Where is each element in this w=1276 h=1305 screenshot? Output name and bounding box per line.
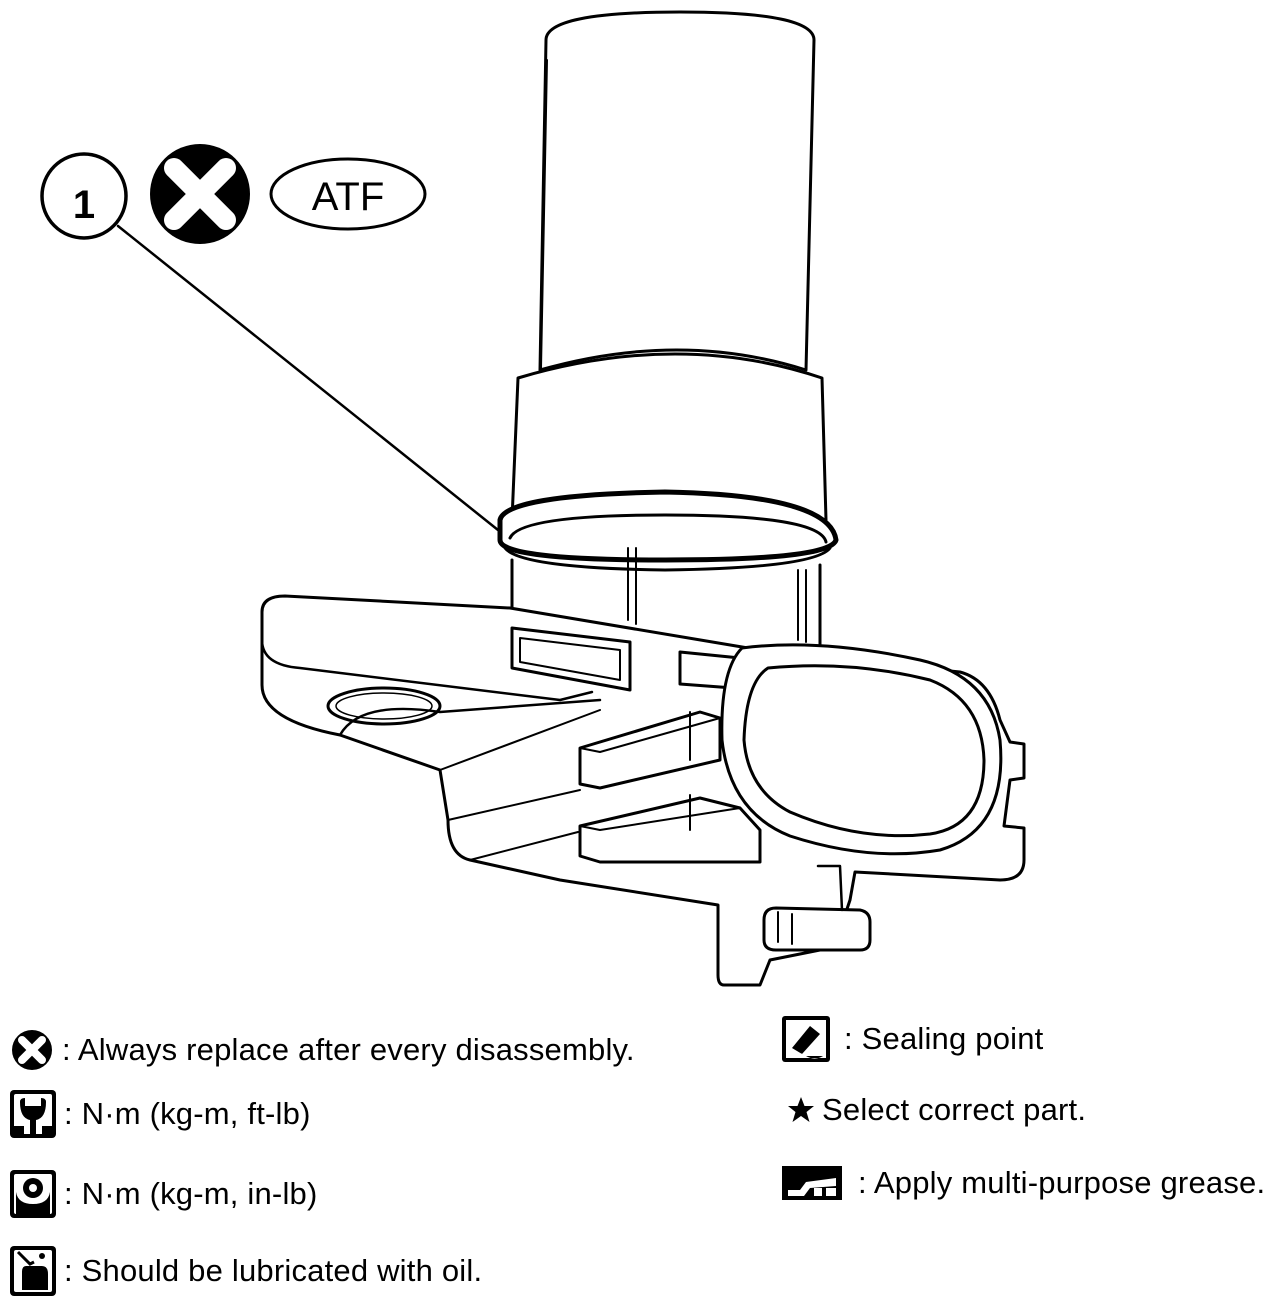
bolt-hole [326,686,442,726]
atf-callout: ATF [269,157,427,231]
legend-torque-ftlb-text: : N·m (kg-m, ft-lb) [64,1096,311,1131]
replace-callout-icon [150,144,250,244]
part-number: 1 [73,183,95,227]
wrench-ftlb-icon [10,1090,56,1138]
star-icon [788,1097,814,1122]
leader-line [116,224,500,532]
part-number-callout: 1 [40,152,128,240]
legend-sealing-text: : Sealing point [844,1021,1044,1056]
locking-tab [762,864,872,952]
legend-torque-inlb: : N·m (kg-m, in-lb) [8,1168,318,1220]
grease-gun-icon [782,1166,842,1200]
legend-torque-ftlb: : N·m (kg-m, ft-lb) [8,1088,311,1140]
legend-sealing: : Sealing point [780,1014,1043,1064]
legend-torque-inlb-text: : N·m (kg-m, in-lb) [64,1176,318,1211]
wrench-inlb-icon [10,1170,56,1218]
o-ring [497,489,839,572]
sensor-diagram: 1 ATF [40,10,1026,987]
legend-select: Select correct part. [786,1092,1086,1128]
connector-housing [720,643,1003,856]
sealant-tube-icon [782,1016,830,1062]
oil-can-icon [10,1246,56,1296]
legend-lubricate-text: : Should be lubricated with oil. [64,1253,483,1288]
legend-grease: : Apply multi-purpose grease. [780,1164,1265,1202]
legend-replace: : Always replace after every disassembly… [8,1028,635,1072]
atf-label: ATF [312,175,385,219]
sensor-neck [510,547,822,652]
legend-lubricate: : Should be lubricated with oil. [8,1244,482,1298]
sensor-upper-cylinder [538,10,816,372]
legend-grease-text: : Apply multi-purpose grease. [858,1165,1266,1200]
connector-ribs [578,710,762,864]
replace-mark-icon [12,1030,52,1070]
legend-replace-text: : Always replace after every disassembly… [62,1032,635,1067]
legend-select-text: Select correct part. [822,1092,1087,1127]
